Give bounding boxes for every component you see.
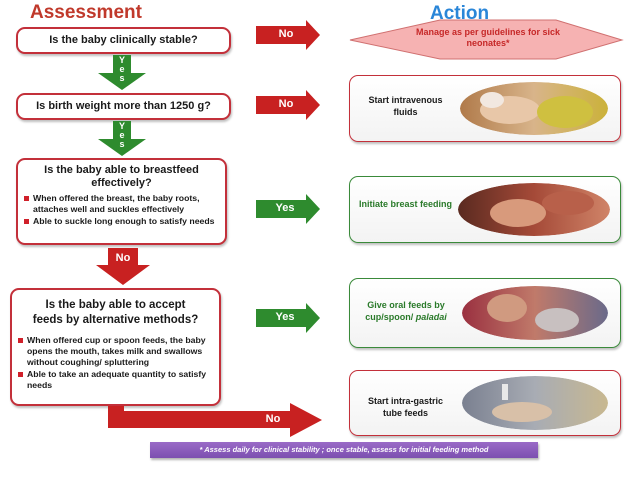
no-arrow-bottom xyxy=(108,403,322,437)
action-oral-feeds: Give oral feeds by cup/spoon/ paladai xyxy=(349,278,621,348)
photo-cup-feeding xyxy=(462,286,608,340)
action-iv-fluids-text: Start intravenous fluids xyxy=(368,95,443,117)
question-3-bullet: When offered the breast, the baby roots,… xyxy=(24,193,219,215)
action-tube-feeds: Start intra-gastric tube feeds xyxy=(349,370,621,436)
photo-iv-infant xyxy=(460,82,608,135)
action-tube-feeds-text: Start intra-gastric tube feeds xyxy=(367,396,444,418)
photo-breastfeeding xyxy=(458,183,610,236)
no-label-1: No xyxy=(278,28,294,40)
no-arrow-1 xyxy=(256,20,320,50)
action-oral-feeds-text: Give oral feeds by cup/spoon/ paladai xyxy=(356,299,456,323)
question-clinically-stable: Is the baby clinically stable? xyxy=(16,27,231,54)
assessment-header: Assessment xyxy=(30,2,142,23)
footnote-banner: * Assess daily for clinical stability ; … xyxy=(150,442,538,458)
photo-tube-feeding xyxy=(462,376,608,430)
question-birth-weight: Is birth weight more than 1250 g? xyxy=(16,93,231,120)
yes-arrow-1 xyxy=(256,194,320,224)
action-oral-feeds-main: Give oral feeds by cup/spoon/ xyxy=(365,300,445,322)
action-breast-feeding-text: Initiate breast feeding xyxy=(358,199,453,209)
yes-down-arrow-2 xyxy=(98,121,146,156)
yes-label-1: Yes xyxy=(275,202,295,214)
yes-arrow-2 xyxy=(256,303,320,333)
action-breast-feeding: Initiate breast feeding xyxy=(349,176,621,243)
action-header: Action xyxy=(430,3,490,24)
question-1-text: Is the baby clinically stable? xyxy=(49,34,198,46)
question-4-bullet: When offered cup or spoon feeds, the bab… xyxy=(18,335,213,368)
action-diamond xyxy=(349,19,624,60)
no-label-bottom: No xyxy=(265,413,281,425)
no-label-2: No xyxy=(278,98,294,110)
action-sick-neonates: Manage as per guidelines for sick neonat… xyxy=(415,27,561,48)
no-label-down: No xyxy=(115,252,131,264)
no-arrow-2 xyxy=(256,90,320,120)
question-4-bullet: Able to take an adequate quantity to sat… xyxy=(18,369,213,391)
question-breastfeed: Is the baby able to breastfeed effective… xyxy=(16,158,227,245)
question-alternative-feeds: Is the baby able to accept feeds by alte… xyxy=(10,288,221,406)
question-3-bullet: Able to suckle long enough to satisfy ne… xyxy=(24,216,219,227)
action-oral-feeds-paladai: paladai xyxy=(415,312,447,322)
yes-label-2: Yes xyxy=(275,311,295,323)
question-2-text: Is birth weight more than 1250 g? xyxy=(36,100,211,112)
yes-down-arrow-1 xyxy=(98,55,146,90)
action-iv-fluids: Start intravenous fluids xyxy=(349,75,621,142)
question-3-text: Is the baby able to breastfeed effective… xyxy=(44,164,199,189)
no-down-arrow xyxy=(96,248,150,285)
question-4-text: Is the baby able to accept feeds by alte… xyxy=(32,299,199,326)
